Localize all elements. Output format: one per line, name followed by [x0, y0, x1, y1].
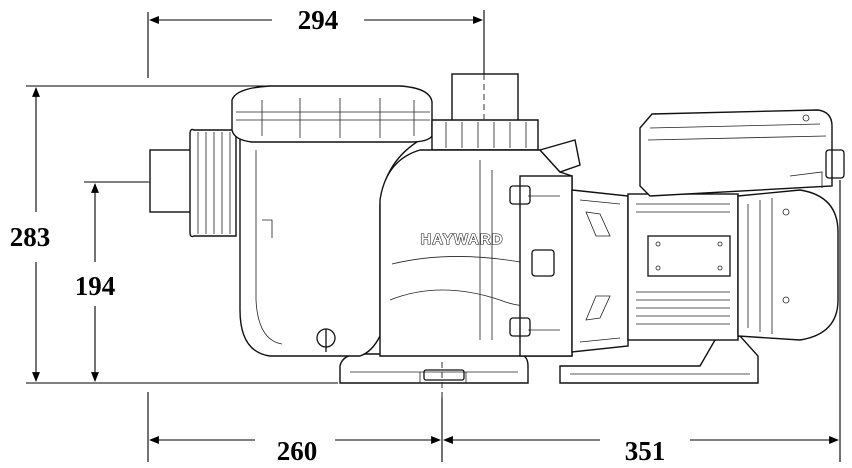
hayward-logo: HAYWARD	[420, 231, 503, 248]
strainer-lid	[231, 85, 433, 143]
strainer-housing	[239, 135, 421, 357]
dimension-label-base-right: 351	[625, 436, 666, 466]
dimension-label-inlet-height: 194	[75, 271, 116, 301]
dimension-overall-height: 283	[10, 85, 338, 384]
dimension-label-base-left: 260	[277, 436, 318, 466]
dimension-label-overall-height: 283	[10, 222, 51, 252]
control-box	[639, 109, 845, 197]
pump-base	[339, 335, 759, 384]
motor-body	[627, 189, 839, 341]
outlet-fitting	[431, 73, 539, 151]
dimension-base: 260 351	[147, 180, 841, 466]
motor-flange	[571, 189, 629, 353]
dimension-top-width: 294	[147, 5, 485, 78]
inlet-fitting	[149, 128, 237, 238]
dimension-label-top-width: 294	[298, 5, 339, 35]
